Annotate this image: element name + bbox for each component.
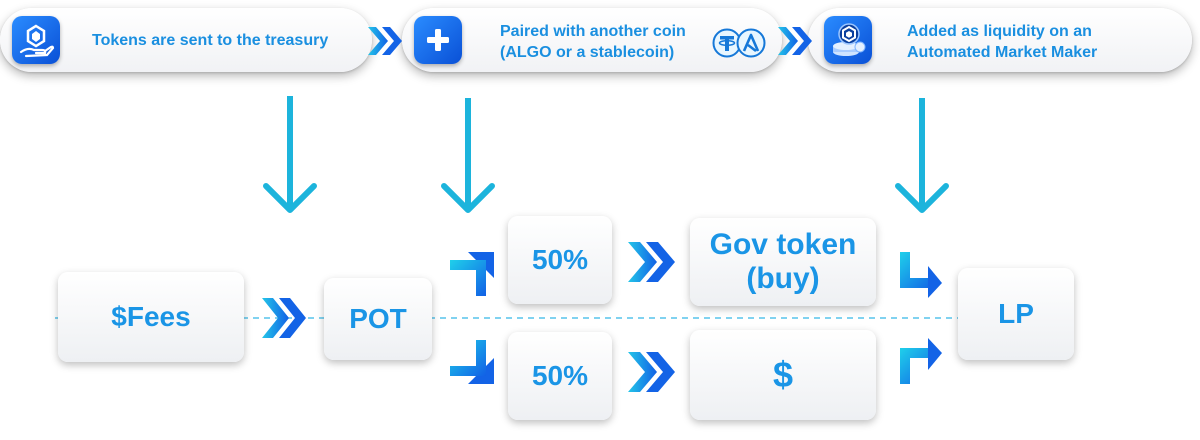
double-chevron-icon	[262, 298, 306, 338]
step-pair: Paired with another coin (ALGO or a stab…	[402, 8, 782, 72]
down-arrow-icon	[441, 98, 495, 213]
double-chevron-icon	[628, 352, 675, 392]
step-treasury-text: Tokens are sent to the treasury	[92, 32, 329, 49]
algo-icon	[736, 28, 766, 58]
double-chevron-icon	[628, 242, 675, 282]
down-arrow-icon	[895, 98, 949, 213]
split-bottom-box: 50%	[508, 332, 612, 420]
merge-up-arrow-icon	[900, 338, 942, 384]
plus-icon	[414, 16, 462, 64]
split-bottom-label: 50%	[531, 360, 589, 391]
fees-box: $Fees	[58, 272, 244, 362]
lp-label: LP	[998, 298, 1034, 329]
step-treasury: Tokens are sent to the treasury	[0, 8, 372, 72]
step-pair-line2: (ALGO or a stablecoin)	[500, 44, 675, 61]
step-liquidity-line2: Automated Market Maker	[907, 44, 1098, 61]
split-top-label: 50%	[531, 244, 589, 275]
gov-token-box: Gov token (buy)	[690, 218, 876, 306]
down-arrow-icon	[263, 96, 317, 213]
token-hand-icon	[12, 16, 60, 64]
pot-label: POT	[349, 303, 407, 334]
lp-box: LP	[958, 268, 1074, 360]
pot-box: POT	[324, 278, 432, 360]
coin-stack-icon	[824, 16, 872, 64]
split-down-arrow-icon	[450, 340, 494, 384]
step-liquidity: Added as liquidity on an Automated Marke…	[808, 8, 1192, 72]
fees-label: $Fees	[111, 301, 191, 332]
merge-down-arrow-icon	[900, 252, 942, 298]
step-liquidity-line1: Added as liquidity on an	[907, 23, 1092, 40]
dollar-box: $	[690, 330, 876, 420]
double-chevron-icon	[368, 27, 402, 55]
split-up-arrow-icon	[450, 252, 494, 296]
tether-icon	[712, 28, 742, 58]
dollar-label: $	[772, 354, 794, 395]
gov-token-line1: Gov token	[709, 228, 857, 261]
split-top-box: 50%	[508, 216, 612, 304]
step-pair-line1: Paired with another coin	[500, 23, 686, 40]
gov-token-line2: (buy)	[746, 262, 820, 295]
double-chevron-icon	[778, 27, 812, 55]
